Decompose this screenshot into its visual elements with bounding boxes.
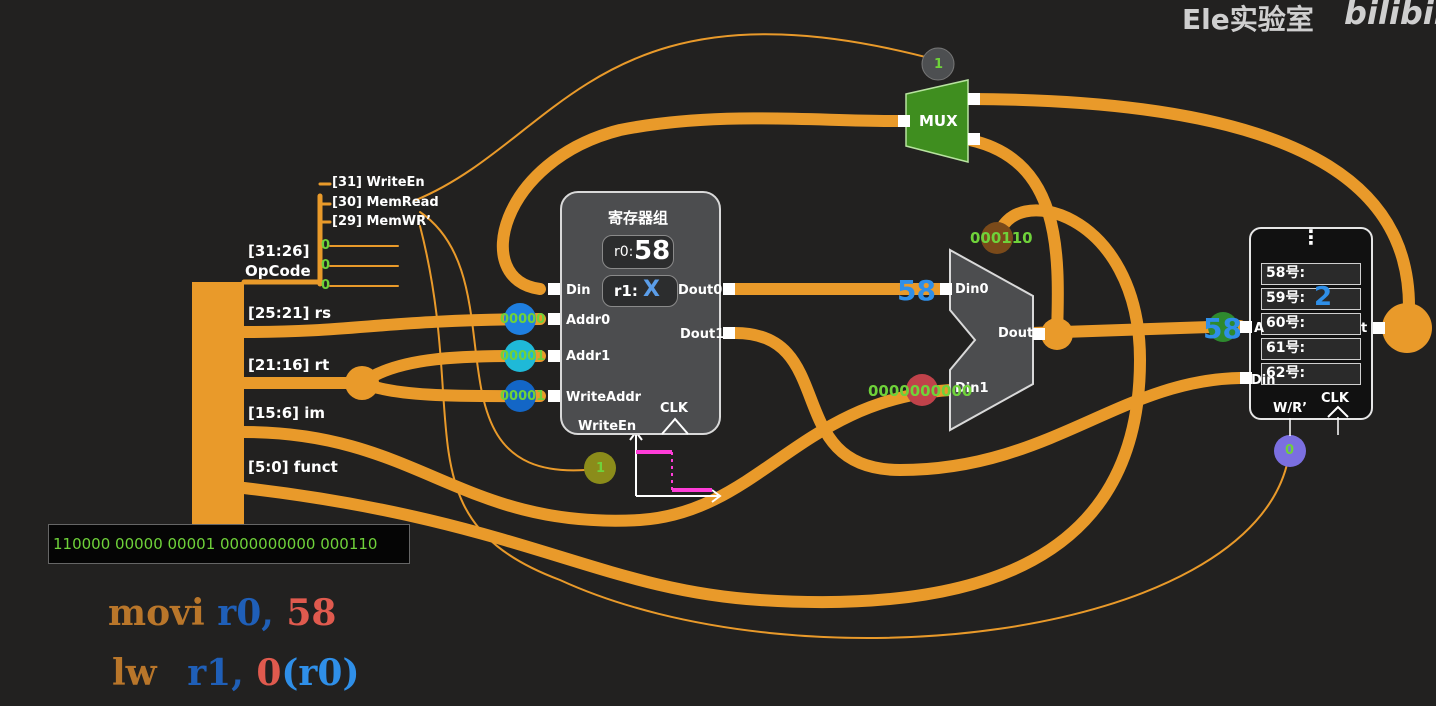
code-line-1-reg: r0, bbox=[217, 592, 274, 634]
rs-label: [25:21] rs bbox=[248, 304, 332, 322]
opcode-label: OpCode bbox=[245, 262, 311, 280]
code-line-1-imm: 58 bbox=[286, 592, 337, 634]
memory-addr-label: A bbox=[1254, 321, 1265, 336]
code-line-2: lw r1, 0(r0) bbox=[112, 652, 359, 694]
control-bit-value: 0 bbox=[321, 258, 331, 273]
mux-select-value: 1 bbox=[934, 57, 944, 72]
write-addr-value: 00001 bbox=[500, 389, 546, 404]
code-line-2-reg: r1, bbox=[187, 652, 244, 694]
alu-din1-value: 0000000000 bbox=[868, 382, 973, 400]
addr0-value: 00000 bbox=[500, 312, 546, 327]
mux-body bbox=[905, 79, 969, 163]
memory-wr-value: 0 bbox=[1285, 443, 1295, 458]
addr0-port bbox=[548, 313, 560, 325]
code-line-2-offset: 0 bbox=[256, 652, 282, 694]
register-file: 寄存器组 r0: 58 r1: X Din Addr0 Addr1 WriteA… bbox=[560, 191, 725, 435]
dout0-port-label: Dout0 bbox=[678, 283, 723, 298]
memory-clk-label: CLK bbox=[1321, 391, 1349, 406]
memory-addr-port bbox=[1240, 321, 1252, 333]
memory-cell: 62号: bbox=[1261, 363, 1361, 385]
control-bit-value: 0 bbox=[321, 238, 331, 253]
alu-body bbox=[949, 248, 1034, 432]
dout1-port-label: Dout1 bbox=[680, 327, 725, 342]
instruction-binary-box: 110000 00000 00001 0000000000 000110 bbox=[48, 524, 410, 564]
memory-ellipsis-icon: ⋮ bbox=[1301, 225, 1321, 249]
memory-dout-label: t bbox=[1361, 321, 1368, 336]
clk-triangle-icon bbox=[661, 417, 689, 435]
memory-cell: 58号: bbox=[1261, 263, 1361, 285]
memory-din-port bbox=[1240, 372, 1252, 384]
addr0-port-label: Addr0 bbox=[566, 313, 611, 328]
write-en-value: 1 bbox=[596, 461, 606, 476]
addr1-port bbox=[548, 350, 560, 362]
addr1-value: 00001 bbox=[500, 349, 546, 364]
memory-addr-value: 58 bbox=[1203, 312, 1242, 345]
channel-logo: Ele实验室 bbox=[1182, 3, 1314, 36]
memory-clk-triangle-icon bbox=[1327, 405, 1349, 435]
r0-display: r0: 58 bbox=[602, 235, 674, 269]
alu-dout-port bbox=[1033, 328, 1045, 340]
r0-value: 58 bbox=[634, 236, 671, 266]
clk-port-label: CLK bbox=[660, 401, 688, 416]
memory-dout-port bbox=[1373, 322, 1385, 334]
alu-din0-label: Din0 bbox=[955, 282, 989, 297]
mux-input-port bbox=[898, 115, 910, 127]
register-file-title: 寄存器组 bbox=[608, 209, 669, 227]
dout0-port bbox=[723, 283, 735, 295]
funct-label: [5:0] funct bbox=[248, 458, 338, 476]
r0-label: r0: bbox=[614, 244, 634, 260]
write-en-bit-label: [31] WriteEn bbox=[332, 175, 425, 190]
data-memory: ⋮ 58号: 59号: 60号: 61号: 62号: Din W/R’ CLK … bbox=[1249, 225, 1373, 420]
mem-wr-bit-label: [29] MemWR’ bbox=[332, 214, 432, 229]
mem-read-bit-label: [30] MemRead bbox=[332, 195, 439, 210]
alu-funct-value: 000110 bbox=[970, 229, 1033, 247]
code-line-1-op: movi bbox=[108, 592, 205, 634]
im-label: [15:6] im bbox=[248, 404, 326, 422]
dout1-port bbox=[723, 327, 735, 339]
mux-output-port bbox=[968, 93, 980, 105]
write-addr-port bbox=[548, 390, 560, 402]
memory-cell: 60号: bbox=[1261, 313, 1361, 335]
alu-din0-value: 58 bbox=[897, 274, 936, 307]
code-line-2-base: (r0) bbox=[281, 652, 360, 694]
write-en-port-label: WriteEn bbox=[578, 419, 637, 434]
addr1-port-label: Addr1 bbox=[566, 349, 611, 364]
r1-value: X bbox=[643, 277, 660, 302]
alu-din1-label: Din1 bbox=[955, 381, 989, 396]
write-addr-port-label: WriteAddr bbox=[566, 390, 642, 405]
code-line-2-op: lw bbox=[112, 652, 157, 694]
instruction-binary: 110000 00000 00001 0000000000 000110 bbox=[53, 535, 378, 553]
control-bit-value: 0 bbox=[321, 278, 331, 293]
memory-cell: 59号: bbox=[1261, 288, 1361, 310]
din-port bbox=[548, 283, 560, 295]
site-logo: bilibili bbox=[1344, 0, 1436, 32]
alu-din0-port bbox=[940, 283, 952, 295]
opcode-range-label: [31:26] bbox=[248, 242, 310, 260]
memory-wr-pin-icon bbox=[1289, 418, 1291, 436]
r1-display: r1: X bbox=[602, 275, 678, 307]
r1-label: r1: bbox=[614, 282, 638, 300]
mux-label: MUX bbox=[919, 112, 958, 130]
din-port-label: Din bbox=[566, 283, 591, 298]
alu-dout-label: Dout bbox=[998, 326, 1034, 341]
memory-cell-59-value: 2 bbox=[1314, 282, 1333, 312]
memory-wr-label: W/R’ bbox=[1273, 401, 1308, 416]
mux-output-port bbox=[968, 133, 980, 145]
rt-label: [21:16] rt bbox=[248, 356, 330, 374]
memory-cell: 61号: bbox=[1261, 338, 1361, 360]
code-line-1: movi r0, 58 bbox=[108, 592, 336, 634]
memory-din-label: Din bbox=[1251, 373, 1276, 388]
